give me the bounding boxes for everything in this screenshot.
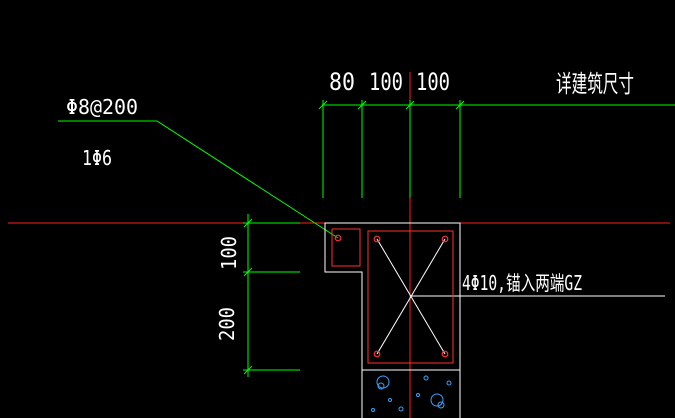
dim-label-100-right: 100 xyxy=(416,68,450,96)
main-rebar-spec-label: 4Φ10,锚入两端GZ xyxy=(462,271,582,295)
dim-label-200-vertical: 200 xyxy=(215,307,239,341)
rebar-dot xyxy=(441,235,449,243)
architectural-note: 详建筑尺寸 xyxy=(556,70,634,98)
top-dimension-chain xyxy=(318,100,675,198)
rebar-bars xyxy=(334,234,449,358)
section-cross-lines xyxy=(376,238,446,355)
dim-label-100-left: 100 xyxy=(369,68,403,96)
foundation-hatch-block xyxy=(361,370,461,418)
rebar-dot xyxy=(441,350,449,358)
single-bar-spec-label: 1Φ6 xyxy=(82,146,112,170)
dim-label-80: 80 xyxy=(329,68,355,96)
stirrup-leader-line xyxy=(58,120,339,239)
stirrup-spec-label: Φ8@200 xyxy=(66,95,138,119)
rebar-cage xyxy=(331,228,454,364)
rebar-dot xyxy=(373,235,381,243)
rebar-dot xyxy=(373,350,381,358)
dim-label-100-vertical: 100 xyxy=(217,236,241,270)
rebar-dot xyxy=(334,234,342,242)
left-dimension-chain xyxy=(243,214,300,377)
